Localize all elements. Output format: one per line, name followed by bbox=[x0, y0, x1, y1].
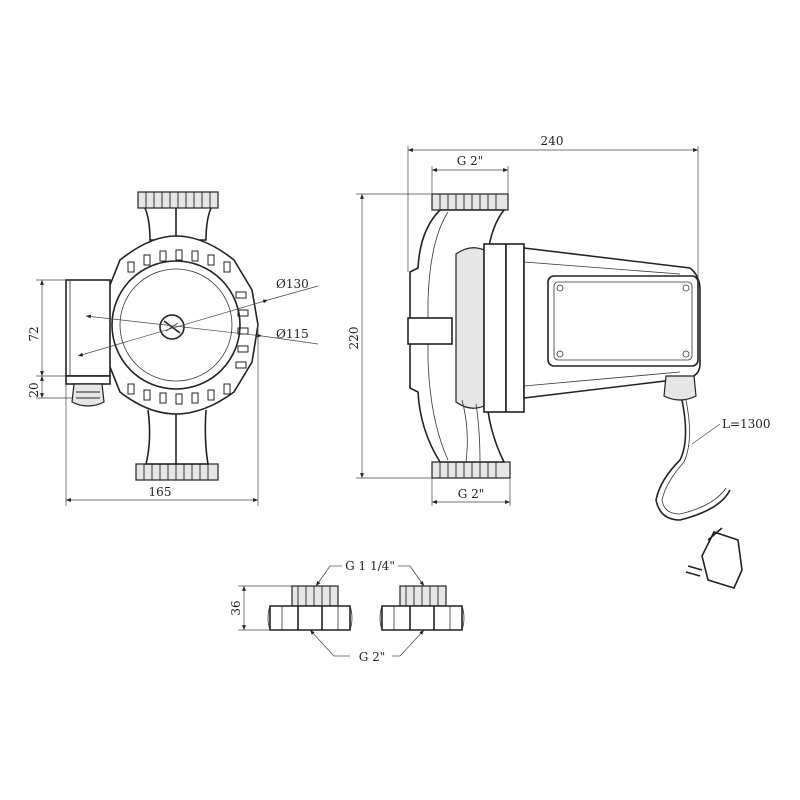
side-terminal-cover bbox=[547, 275, 699, 367]
dimension-240-label: 240 bbox=[541, 134, 564, 148]
dimension-165-label: 165 bbox=[149, 485, 172, 499]
cable-length-label: L=1300 bbox=[722, 417, 771, 431]
fittings: G 1 1/4" G 2" 36 bbox=[229, 559, 465, 664]
diameter-outer-label: Ø130 bbox=[276, 277, 309, 291]
power-cable bbox=[655, 399, 731, 521]
dimension-220-label: 220 bbox=[347, 327, 361, 350]
dimension-36-label: 36 bbox=[229, 600, 243, 615]
dimension-20-label: 20 bbox=[27, 382, 41, 397]
thread-bottom-label: G 2" bbox=[458, 487, 485, 501]
dimension-72-label: 72 bbox=[27, 326, 41, 341]
thread-top-label: G 2" bbox=[457, 154, 484, 168]
front-bottom-connector bbox=[135, 409, 219, 481]
fitting-left bbox=[267, 585, 353, 631]
front-top-connector bbox=[137, 191, 219, 241]
front-view: Ø130 Ø115 72 20 165 bbox=[27, 191, 319, 506]
side-view: L=1300 240 G 2" 220 G 2" bbox=[347, 134, 771, 589]
power-plug bbox=[701, 531, 743, 589]
fitting-right bbox=[379, 585, 465, 631]
side-bottom-connector bbox=[431, 461, 511, 479]
side-top-connector bbox=[431, 193, 509, 211]
front-cable-gland bbox=[71, 383, 105, 407]
front-terminal-box bbox=[65, 279, 111, 377]
side-cable-gland bbox=[663, 375, 697, 401]
diameter-inner-label: Ø115 bbox=[276, 327, 309, 341]
side-flange-plate bbox=[483, 243, 507, 413]
thread-inner-label: G 1 1/4" bbox=[345, 559, 395, 573]
fitting-thread-outer-label: G 2" bbox=[359, 650, 386, 664]
